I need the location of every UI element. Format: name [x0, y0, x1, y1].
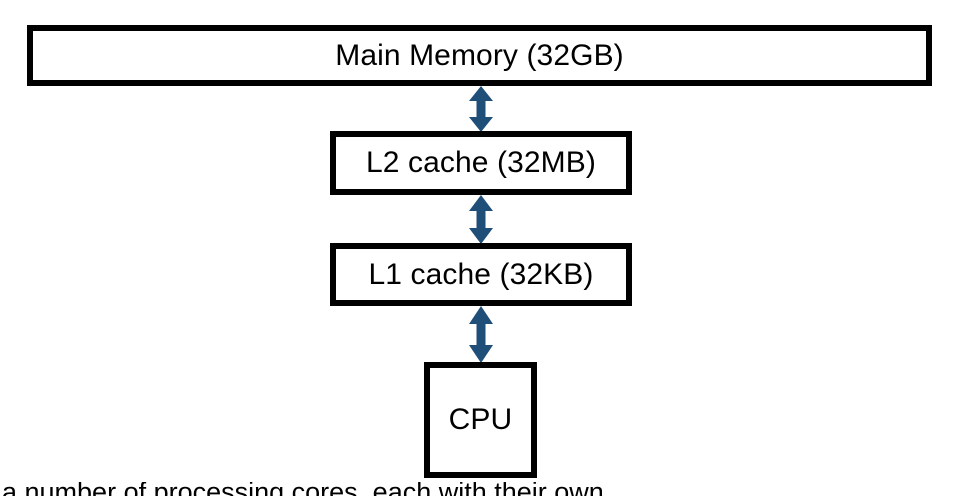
- bottom-caption-text: a number of processing cores, each with …: [0, 482, 959, 496]
- double-arrow-memory-l2-icon: [469, 86, 493, 132]
- node-l2-cache: L2 cache (32MB): [330, 131, 632, 195]
- node-main-memory-label: Main Memory (32GB): [335, 38, 624, 72]
- node-l1-cache: L1 cache (32KB): [330, 243, 632, 306]
- double-arrow-l1-cpu-icon: [469, 306, 493, 363]
- node-main-memory: Main Memory (32GB): [27, 25, 932, 86]
- node-l1-cache-label: L1 cache (32KB): [368, 257, 594, 291]
- node-cpu: CPU: [424, 362, 537, 478]
- node-cpu-label: CPU: [448, 403, 513, 436]
- bottom-caption: a number of processing cores, each with …: [0, 482, 959, 496]
- node-l2-cache-label: L2 cache (32MB): [366, 146, 596, 179]
- double-arrow-l2-l1-icon: [469, 195, 493, 244]
